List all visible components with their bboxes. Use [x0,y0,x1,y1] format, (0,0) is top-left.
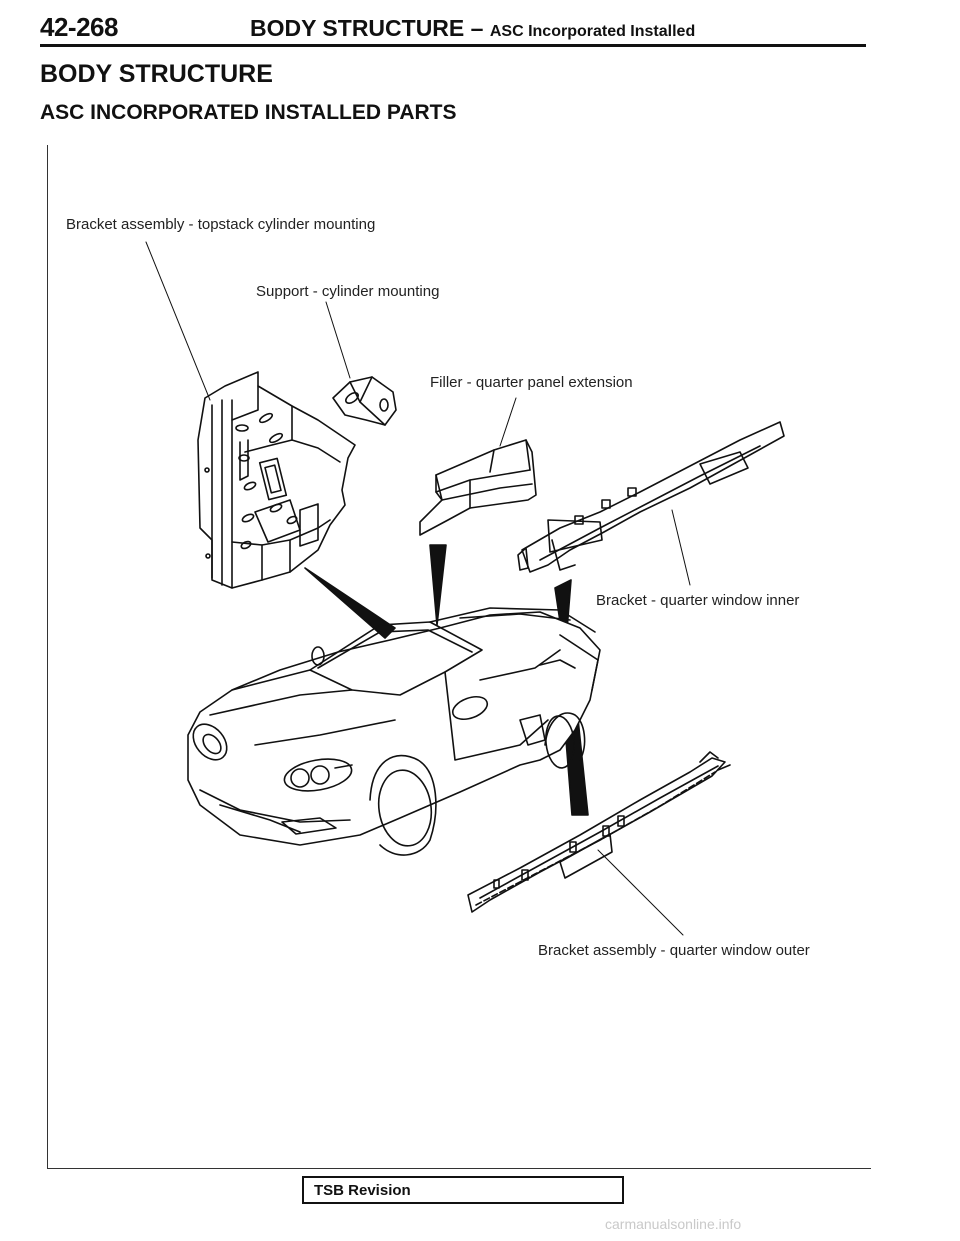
leader-lines [145,241,691,936]
car-drawing [187,607,601,856]
figure-frame-left [47,145,48,1168]
running-head-separator: – [464,15,490,41]
callout-bracket-outer: Bracket assembly - quarter window outer [538,942,810,959]
page-number: 42-268 [40,12,118,42]
filler-quarter-drawing [419,439,537,536]
callout-filler-quarter: Filler - quarter panel extension [430,374,633,391]
section-title: BODY STRUCTURE [40,60,273,88]
support-cylinder-drawing [332,376,397,426]
callout-bracket-inner: Bracket - quarter window inner [596,592,800,609]
callout-bracket-topstack: Bracket assembly - topstack cylinder mou… [66,216,376,233]
subsection-title: ASC INCORPORATED INSTALLED PARTS [40,101,457,124]
pointer-wedge-topstack [304,567,396,639]
bracket-topstack-drawing [197,371,356,589]
callout-support-cylinder: Support - cylinder mounting [256,283,440,300]
pointer-wedge-filler [429,544,447,626]
bracket-outer-drawing [467,751,731,913]
running-head-subtitle: ASC Incorporated Installed [489,23,696,40]
bracket-inner-drawing [517,421,785,573]
running-head: BODY STRUCTURE – ASC Incorporated Instal… [250,15,695,42]
figure-frame-bottom [47,1168,871,1169]
running-head-title: BODY STRUCTURE [250,15,465,41]
tsb-revision-label: TSB Revision [314,1182,411,1199]
watermark: carmanualsonline.info [605,1216,742,1232]
header-rule [40,44,866,47]
tsb-revision-box: TSB Revision [302,1176,624,1204]
